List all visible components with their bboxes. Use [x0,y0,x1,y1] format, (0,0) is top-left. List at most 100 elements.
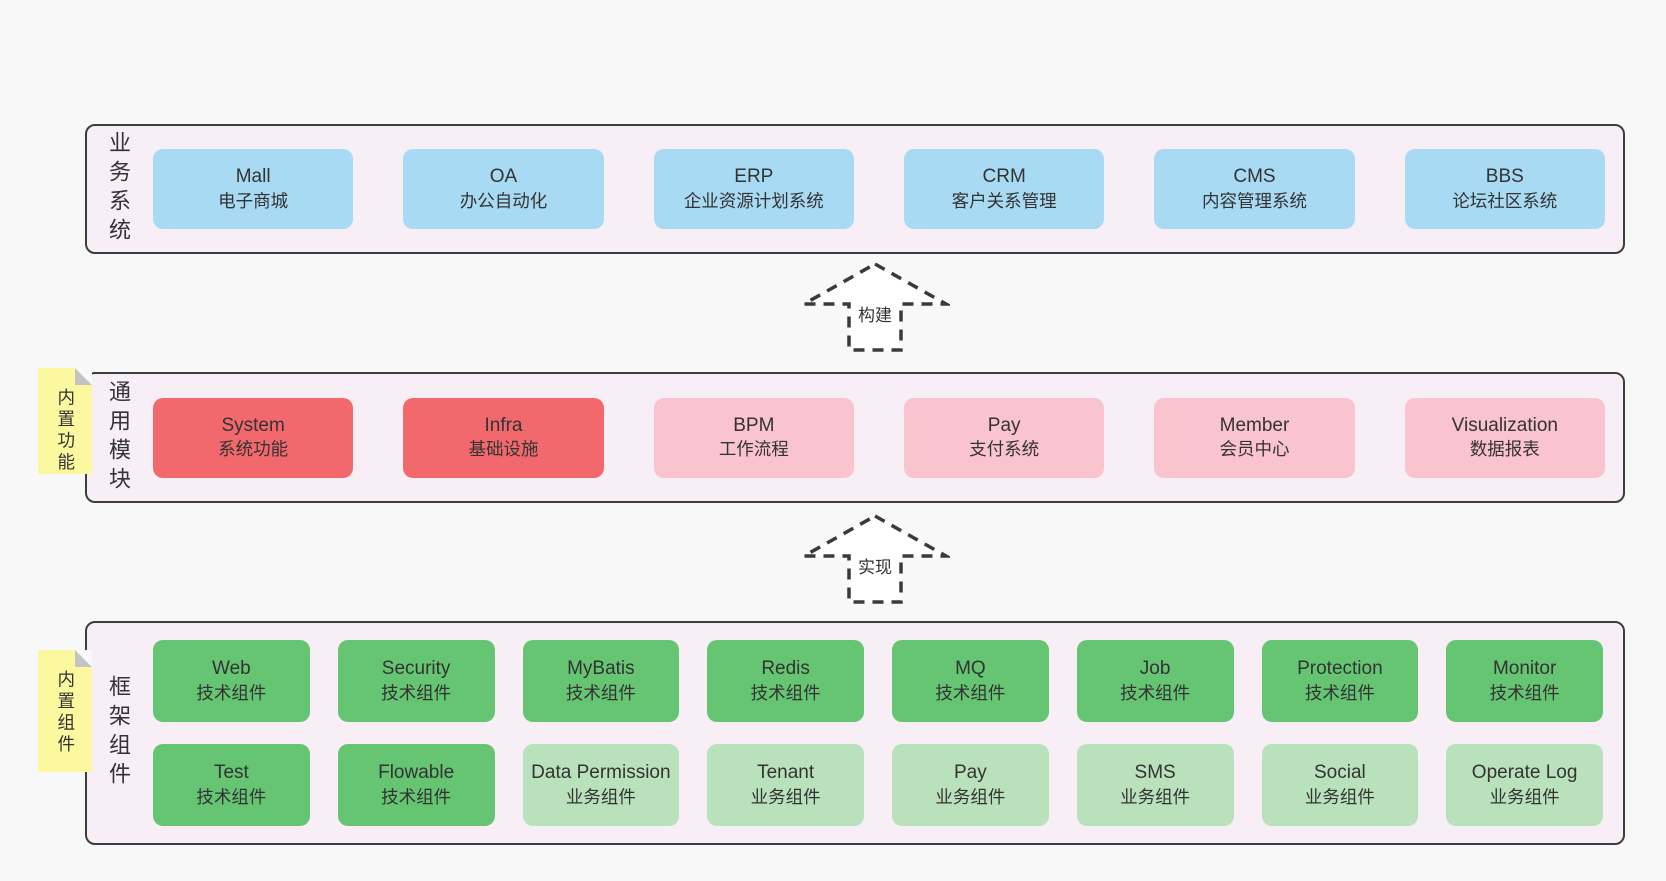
box-title: Pay [954,762,987,784]
business-systems-layer: 业务系统 Mall 电子商城 OA 办公自动化 ERP 企业资源计划系统 CRM… [85,124,1625,254]
box-title: Pay [987,414,1021,436]
note-built-in-components: 内置组件 [38,650,92,772]
business-systems-label: 业务系统 [106,131,131,247]
box-protection: Protection 技术组件 [1261,640,1419,722]
box-title: Infra [484,414,523,436]
box-subtitle: 数据报表 [1469,439,1540,460]
box-title: CRM [982,166,1026,188]
box-subtitle: 技术组件 [196,786,267,807]
box-title: Mall [235,166,271,188]
box-pay-module: Pay 支付系统 [903,397,1105,478]
framework-components-layer: 框架组件 Web 技术组件 Security 技术组件 MyBatis 技术组件… [85,621,1625,845]
note-built-in-features: 内置功能 [38,368,92,474]
box-subtitle: 业务组件 [750,786,821,807]
box-mybatis: MyBatis 技术组件 [522,640,680,722]
box-mq: MQ 技术组件 [892,640,1049,722]
box-data-permission: Data Permission 业务组件 [522,744,680,826]
box-subtitle: 技术组件 [1304,682,1375,703]
box-subtitle: 客户关系管理 [951,190,1057,211]
box-subtitle: 技术组件 [381,786,452,807]
box-security: Security 技术组件 [337,640,495,722]
box-subtitle: 业务组件 [935,786,1006,807]
box-tenant: Tenant 业务组件 [707,744,864,826]
box-social: Social 业务组件 [1261,744,1419,826]
box-subtitle: 企业资源计划系统 [683,190,824,211]
box-subtitle: 技术组件 [935,682,1006,703]
box-title: BPM [733,414,775,436]
box-subtitle: 技术组件 [750,682,821,703]
box-bpm: BPM 工作流程 [653,397,854,478]
note-label: 内置组件 [55,670,76,756]
box-cms: CMS 内容管理系统 [1154,149,1355,229]
framework-components-grid: Web 技术组件 Security 技术组件 MyBatis 技术组件 Redi… [149,623,1623,843]
box-infra: Infra 基础设施 [403,397,604,478]
implement-arrow: 实现 [800,513,950,605]
box-subtitle: 工作流程 [718,439,789,460]
box-subtitle: 电子商城 [218,190,289,211]
box-title: Visualization [1451,414,1558,436]
box-subtitle: 基础设施 [468,439,539,460]
box-subtitle: 业务组件 [565,786,636,807]
box-subtitle: 业务组件 [1304,786,1375,807]
box-title: CMS [1233,166,1276,188]
box-title: MyBatis [567,658,635,680]
box-title: System [221,414,285,436]
box-redis: Redis 技术组件 [707,640,864,722]
box-subtitle: 技术组件 [1489,682,1560,703]
box-subtitle: 业务组件 [1489,786,1560,807]
box-subtitle: 系统功能 [218,439,289,460]
box-title: Social [1314,762,1366,784]
build-arrow-label: 构建 [800,301,950,326]
box-subtitle: 办公自动化 [459,190,548,211]
box-title: Data Permission [531,762,671,784]
box-title: Operate Log [1471,762,1578,784]
box-operate-log: Operate Log 业务组件 [1446,744,1603,826]
box-title: MQ [955,658,986,680]
build-arrow: 构建 [800,261,950,353]
box-title: Member [1219,414,1290,436]
box-title: BBS [1485,166,1524,188]
box-title: Test [213,762,249,784]
box-title: ERP [734,166,774,188]
box-title: Monitor [1492,658,1557,680]
box-title: Flowable [378,762,455,784]
box-title: Job [1139,658,1171,680]
box-pay-component: Pay 业务组件 [892,744,1049,826]
box-erp: ERP 企业资源计划系统 [653,149,854,229]
box-web: Web 技术组件 [153,640,310,722]
box-monitor: Monitor 技术组件 [1446,640,1603,722]
box-title: Tenant [757,762,815,784]
box-title: Web [212,658,251,680]
box-title: Security [381,658,451,680]
common-modules-grid: System 系统功能 Infra 基础设施 BPM 工作流程 Pay 支付系统… [149,374,1623,501]
box-crm: CRM 客户关系管理 [903,149,1105,229]
box-subtitle: 论坛社区系统 [1452,190,1558,211]
box-subtitle: 内容管理系统 [1201,190,1307,211]
implement-arrow-label: 实现 [800,553,950,578]
note-label: 内置功能 [55,388,76,474]
box-subtitle: 技术组件 [196,682,267,703]
box-title: Protection [1297,658,1383,680]
box-job: Job 技术组件 [1076,640,1234,722]
common-modules-layer: 通用模块 System 系统功能 Infra 基础设施 BPM 工作流程 Pay… [85,372,1625,503]
framework-components-label: 框架组件 [106,675,131,791]
box-flowable: Flowable 技术组件 [337,744,495,826]
box-subtitle: 会员中心 [1219,439,1290,460]
box-bbs: BBS 论坛社区系统 [1404,149,1605,229]
box-subtitle: 业务组件 [1120,786,1191,807]
box-visualization: Visualization 数据报表 [1404,397,1605,478]
box-title: OA [489,166,518,188]
box-sms: SMS 业务组件 [1076,744,1234,826]
box-test: Test 技术组件 [153,744,310,826]
box-subtitle: 支付系统 [969,439,1040,460]
box-system: System 系统功能 [153,397,354,478]
box-title: Redis [761,658,810,680]
common-modules-label: 通用模块 [106,379,131,496]
box-subtitle: 技术组件 [1120,682,1191,703]
box-title: SMS [1134,762,1176,784]
box-subtitle: 技术组件 [381,682,452,703]
box-subtitle: 技术组件 [565,682,636,703]
box-oa: OA 办公自动化 [403,149,604,229]
box-mall: Mall 电子商城 [153,149,354,229]
